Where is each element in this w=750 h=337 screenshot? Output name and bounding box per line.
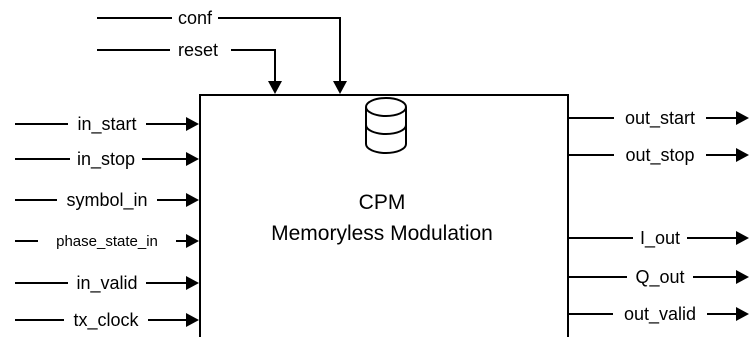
- arrow-head: [186, 276, 199, 290]
- signal-label: in_valid: [76, 273, 137, 294]
- arrow-head: [186, 313, 199, 327]
- arrow-head: [736, 231, 749, 245]
- left-input-in-start: in_start: [15, 114, 199, 135]
- signal-label: in_start: [77, 114, 136, 135]
- right-output-q-out: Q_out: [568, 267, 749, 288]
- signal-label: I_out: [640, 228, 680, 249]
- block-title-line1: CPM: [359, 191, 406, 214]
- arrow-head: [736, 270, 749, 284]
- signal-label: Q_out: [635, 267, 684, 288]
- arrow-head: [736, 307, 749, 321]
- block-title-line2: Memoryless Modulation: [271, 222, 493, 245]
- signal-label: phase_state_in: [56, 233, 158, 250]
- signal-label: out_stop: [625, 145, 694, 166]
- top-input-conf: conf: [97, 8, 347, 94]
- top-input-reset: reset: [97, 40, 282, 94]
- arrow-head: [186, 117, 199, 131]
- signal-label: reset: [178, 40, 218, 60]
- left-input-in-stop: in_stop: [15, 149, 199, 170]
- arrow-head: [736, 111, 749, 125]
- arrow-head: [268, 81, 282, 94]
- arrow-head: [186, 152, 199, 166]
- arrow-head: [736, 148, 749, 162]
- left-input-in-valid: in_valid: [15, 273, 199, 294]
- database-icon: [365, 97, 407, 154]
- arrow-head: [333, 81, 347, 94]
- right-output-out-valid: out_valid: [568, 304, 749, 325]
- left-input-phase-state-in: phase_state_in: [15, 233, 199, 250]
- arrow-head: [186, 193, 199, 207]
- modulation-block: [199, 94, 569, 337]
- left-input-tx-clock: tx_clock: [15, 310, 199, 331]
- arrow-head: [186, 234, 199, 248]
- signal-label: out_valid: [624, 304, 696, 325]
- signal-label: tx_clock: [73, 310, 139, 331]
- left-input-symbol-in: symbol_in: [15, 190, 199, 211]
- right-output-i-out: I_out: [568, 228, 749, 249]
- signal-label: in_stop: [77, 149, 135, 170]
- signal-label: symbol_in: [66, 190, 147, 211]
- right-output-out-start: out_start: [568, 108, 749, 129]
- signal-label: out_start: [625, 108, 695, 129]
- signal-label: conf: [178, 8, 213, 28]
- right-output-out-stop: out_stop: [568, 145, 749, 166]
